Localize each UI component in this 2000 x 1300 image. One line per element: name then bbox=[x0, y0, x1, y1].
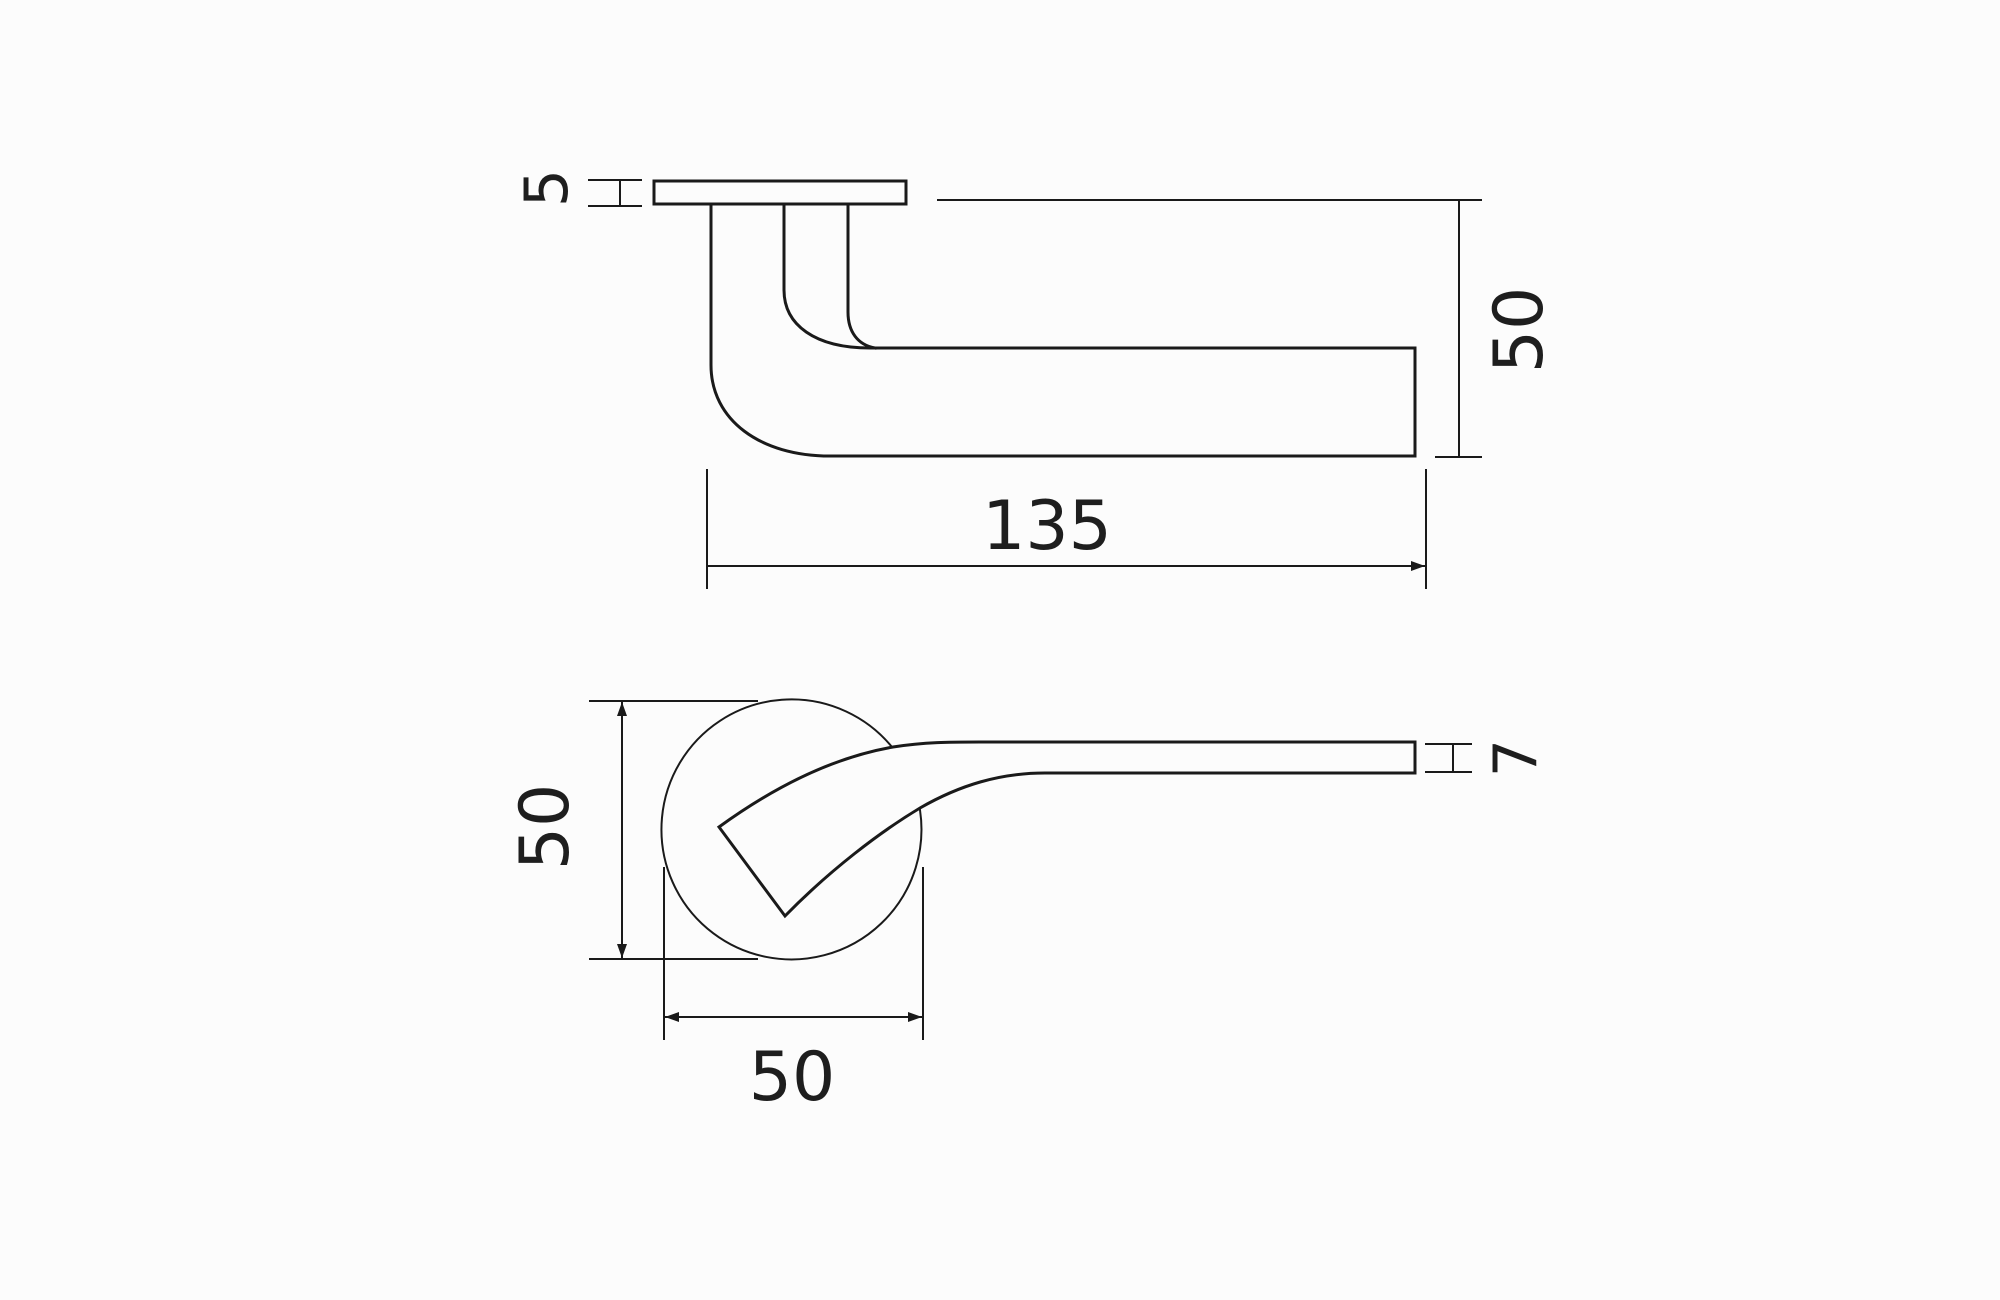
plan-view: 50 50 7 bbox=[506, 698, 1551, 1117]
length-dimension: 135 bbox=[706, 469, 1427, 589]
rose-circle bbox=[660, 698, 923, 961]
lever-body-plan bbox=[716, 740, 1417, 919]
rose-thickness-dimension: 5 bbox=[512, 169, 642, 207]
rose-height-dimension: 50 bbox=[506, 700, 758, 960]
lever-body-side bbox=[709, 202, 1417, 458]
rose-thickness-label: 5 bbox=[512, 169, 582, 207]
lever-neck-inner-curve bbox=[782, 202, 872, 350]
rose-width-dimension: 50 bbox=[663, 867, 924, 1117]
lever-thickness-label: 7 bbox=[1481, 739, 1551, 777]
lever-neck-outer-curve bbox=[846, 202, 877, 350]
side-view: 5 50 135 bbox=[512, 169, 1559, 589]
rose-plate-side bbox=[652, 179, 908, 206]
height-label: 50 bbox=[1480, 287, 1559, 374]
length-label: 135 bbox=[982, 487, 1112, 566]
lever-thickness-dimension: 7 bbox=[1425, 739, 1551, 777]
rose-height-label: 50 bbox=[506, 784, 585, 871]
rose-width-label: 50 bbox=[749, 1038, 836, 1117]
height-dimension: 50 bbox=[937, 199, 1559, 458]
